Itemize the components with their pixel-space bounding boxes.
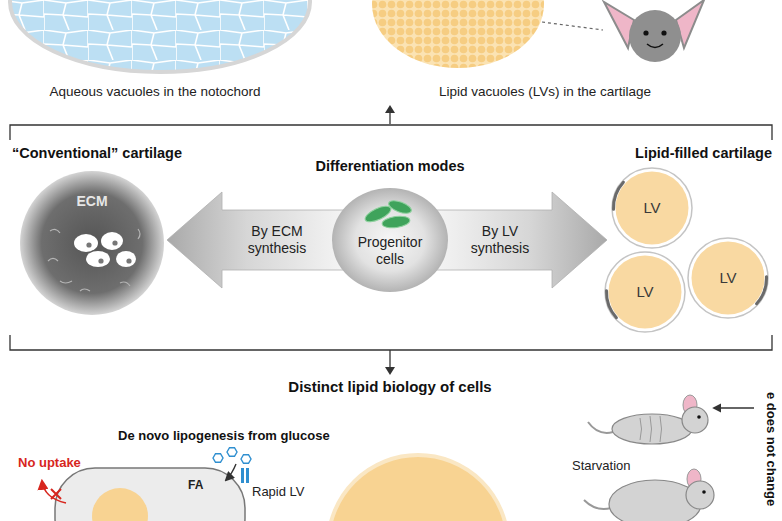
bat-icon — [604, 0, 704, 62]
block-arrow — [436, 192, 607, 288]
node-label: LV — [643, 199, 660, 217]
arrow-label: By ECM synthesis — [236, 223, 318, 257]
arrow — [389, 112, 390, 124]
part-label: FA — [188, 478, 203, 492]
progenitor-oval: Progenitor cells — [332, 188, 448, 292]
ecm-circle-outline — [20, 171, 164, 315]
process-label: No uptake — [18, 455, 81, 471]
process-label: De novo lipogenesis from glucose — [118, 428, 330, 444]
bracket — [10, 335, 772, 350]
lipid-vacuole-circle: LV — [610, 166, 694, 250]
node-label: LV — [719, 269, 736, 287]
arrow — [714, 407, 754, 408]
lipid-vacuole-circle: LV — [603, 250, 687, 334]
arrowhead — [385, 105, 395, 113]
fat-mouse — [584, 469, 714, 521]
vertical-note: e does not change — [763, 392, 779, 506]
arrowhead — [385, 367, 395, 375]
bracket — [10, 125, 772, 140]
section-heading: Lipid-filled cartilage — [635, 145, 772, 162]
block-arrow — [167, 192, 344, 288]
lipid-vacuole-circle: LV — [686, 236, 770, 320]
leader-line — [542, 22, 603, 30]
thin-mouse — [588, 395, 708, 444]
section-heading: Distinct lipid biology of cells — [288, 378, 491, 396]
arrow — [389, 350, 390, 368]
node-label: Progenitor cells — [348, 234, 432, 268]
node-label: ECM — [76, 193, 107, 210]
condition-label: Starvation — [572, 458, 631, 474]
lipid-vacuole — [328, 455, 508, 521]
figure-caption: Lipid vacuoles (LVs) in the cartilage — [439, 84, 651, 100]
cartilage-oval — [372, 0, 544, 68]
ecm-circle: ECM — [20, 171, 164, 315]
section-heading: Differentiation modes — [315, 158, 464, 175]
figure-caption: Aqueous vacuoles in the notochord — [50, 84, 261, 100]
arrow-label: By LV synthesis — [459, 223, 541, 257]
process-label: Rapid LV — [252, 484, 305, 500]
node-label: LV — [636, 283, 653, 301]
section-heading: “Conventional” cartilage — [12, 145, 182, 162]
notochord-oval — [10, 0, 310, 72]
